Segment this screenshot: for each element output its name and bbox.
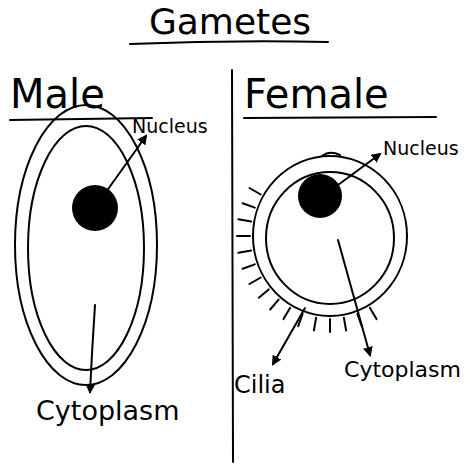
- part-label: Nucleus: [132, 116, 208, 137]
- leader-line: [90, 305, 95, 392]
- cilium: [243, 264, 255, 268]
- title-underline: [130, 41, 328, 44]
- heading-underline: [10, 118, 152, 120]
- leader-line: [338, 240, 370, 355]
- cell-membrane: [253, 156, 407, 316]
- title: Gametes: [149, 2, 311, 42]
- heading-underline: [244, 117, 436, 118]
- part-label: Cilia: [234, 372, 285, 398]
- cilium: [284, 308, 291, 319]
- cilium: [370, 308, 377, 319]
- heading: Male: [10, 72, 105, 116]
- cilium: [270, 300, 278, 310]
- cilium: [344, 318, 346, 331]
- divider-line: [232, 70, 233, 462]
- heading: Female: [244, 72, 389, 116]
- cell-membrane: [15, 105, 157, 385]
- cilium: [243, 203, 255, 207]
- cilium: [237, 235, 250, 237]
- cell-inner-membrane: [266, 172, 394, 304]
- leader-line: [273, 308, 305, 364]
- part-label: Nucleus: [383, 138, 459, 159]
- cilium: [329, 319, 331, 332]
- membrane-mark: [322, 153, 340, 156]
- cilium: [250, 278, 261, 285]
- cilium: [238, 219, 251, 221]
- cilium: [314, 318, 316, 331]
- nucleus: [298, 174, 342, 218]
- part-label: Cytoplasm: [36, 396, 180, 426]
- cilium: [238, 250, 251, 252]
- part-label: Cytoplasm: [344, 358, 461, 382]
- cilium: [250, 188, 261, 195]
- cilium: [259, 289, 269, 297]
- nucleus: [72, 185, 118, 231]
